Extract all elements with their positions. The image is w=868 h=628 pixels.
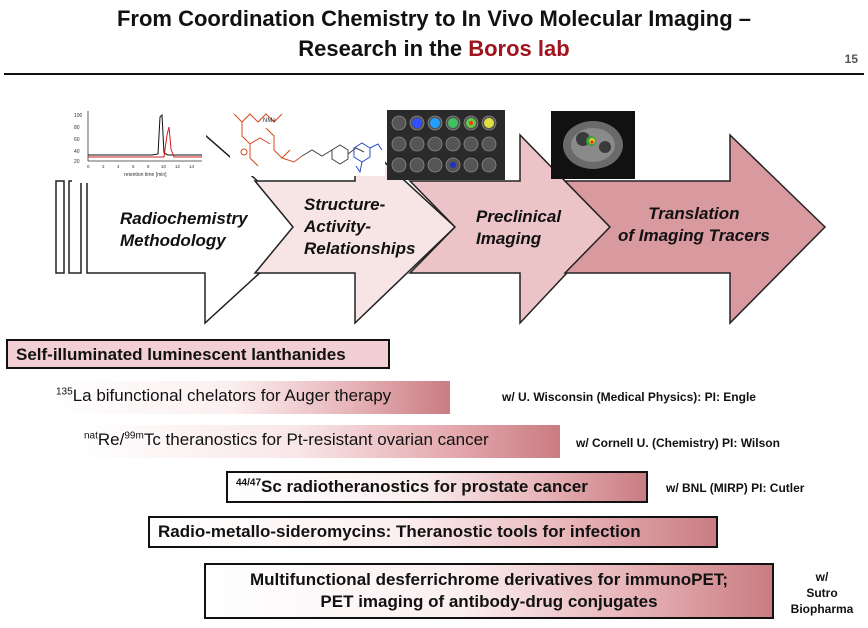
chromatogram-ytick: 100	[74, 113, 83, 119]
collab-sutro-line-3: Biopharma	[790, 602, 854, 616]
chromatogram-xtick: 8	[147, 164, 150, 169]
collab-sutro-line-2: Sutro	[806, 586, 838, 600]
stage-2-line-2: Activity-	[304, 217, 372, 236]
title-line-1: From Coordination Chemistry to In Vivo M…	[116, 6, 751, 31]
stage-2-line-1: Structure-	[304, 195, 386, 214]
chromatogram-trace-black	[88, 113, 202, 156]
project-rhenium-isotope-2: 99m	[124, 430, 144, 442]
stage-1-line-1: Radiochemistry	[120, 209, 248, 228]
start-bar-1	[55, 180, 65, 274]
chromatogram-xtick: 10	[161, 164, 167, 169]
project-desferrichrome-line-2: PET imaging of antibody-drug conjugates	[320, 592, 658, 611]
title-line-2-prefix: Research in the	[298, 36, 469, 61]
stage-preclinical-label: Preclinical Imaging	[476, 206, 561, 250]
project-lanthanum-text: La bifunctional chelators for Auger ther…	[72, 386, 392, 405]
stage-4-line-1: Translation	[648, 204, 740, 223]
project-scandium-text: Sc radiotheranostics for prostate cancer	[261, 477, 588, 496]
slide-number: 15	[844, 52, 858, 66]
project-sideromycins-text: Radio-metallo-sideromycins: Theranostic …	[158, 522, 641, 541]
stage-3-line-2: Imaging	[476, 229, 542, 248]
title-line-2: Research in the Boros lab	[0, 34, 868, 64]
stage-1-line-2: Methodology	[120, 231, 226, 250]
project-rhenium-text: Tc theranostics for Pt-resistant ovarian…	[143, 430, 489, 449]
project-rhenium-element: Re/	[97, 430, 125, 449]
chromatogram-xtick: 2	[102, 164, 105, 169]
collab-sutro-line-1: w/	[815, 570, 829, 584]
collab-cornell: w/ Cornell U. (Chemistry) PI: Wilson	[576, 436, 780, 450]
chemical-structure-thumbnail: NMe	[230, 108, 385, 176]
chromatogram-ytick: 40	[74, 149, 80, 155]
arrow-stage-4	[563, 133, 827, 325]
project-scandium: 44/47Sc radiotheranostics for prostate c…	[226, 471, 648, 503]
stage-3-line-1: Preclinical	[476, 207, 562, 226]
chromatogram-xtick: 12	[175, 164, 181, 169]
chromatogram-xtick: 4	[117, 164, 120, 169]
project-lanthanides: Self-illuminated luminescent lanthanides	[6, 339, 390, 369]
title-lab-name: Boros lab	[468, 36, 570, 61]
project-scandium-isotope: 44/47	[236, 477, 262, 489]
chromatogram-xlabel: retention time [min]	[124, 172, 167, 178]
stage-2-line-3: Relationships	[304, 239, 416, 258]
structure-label: NMe	[263, 118, 276, 124]
project-desferrichrome: Multifunctional desferrichrome derivativ…	[204, 563, 774, 619]
project-desferrichrome-line-1: Multifunctional desferrichrome derivativ…	[250, 570, 728, 589]
chromatogram-ytick: 80	[74, 125, 80, 131]
collab-wisconsin: w/ U. Wisconsin (Medical Physics): PI: E…	[502, 390, 756, 404]
collab-bnl: w/ BNL (MIRP) PI: Cutler	[666, 481, 805, 495]
well-plate-thumbnail	[387, 110, 505, 180]
arrow-stage-3	[408, 133, 612, 325]
chromatogram-trace-red	[88, 126, 202, 158]
stage-4-line-2: of Imaging Tracers	[618, 226, 770, 245]
slide-title: From Coordination Chemistry to In Vivo M…	[0, 4, 868, 64]
project-rhenium: natRe/99mTc theranostics for Pt-resistan…	[80, 425, 560, 458]
chromatogram-xtick: 6	[132, 164, 135, 169]
start-bar-2	[68, 180, 82, 274]
chromatogram-ytick: 20	[74, 159, 80, 165]
stage-translation-label: Translation of Imaging Tracers	[618, 203, 770, 247]
project-lanthanides-text: Self-illuminated luminescent lanthanides	[16, 345, 346, 364]
title-divider	[4, 73, 864, 75]
chromatogram-xtick: 0	[87, 164, 90, 169]
project-sideromycins: Radio-metallo-sideromycins: Theranostic …	[148, 516, 718, 548]
project-lanthanum-isotope: 135	[56, 386, 73, 398]
in-vivo-scan-thumbnail	[551, 111, 635, 179]
chromatogram-thumbnail: 100 80 60 40 20 0 2 4 6 8 10 12 14 reten…	[72, 105, 206, 183]
project-lanthanum: 135La bifunctional chelators for Auger t…	[52, 381, 450, 414]
project-rhenium-isotope-1: nat	[84, 430, 98, 442]
collab-sutro: w/ Sutro Biopharma	[782, 569, 862, 617]
chromatogram-ytick: 60	[74, 137, 80, 143]
chromatogram-xtick: 14	[189, 164, 195, 169]
stage-sar-label: Structure- Activity- Relationships	[304, 194, 415, 260]
stage-radiochemistry-label: Radiochemistry Methodology	[120, 208, 248, 252]
